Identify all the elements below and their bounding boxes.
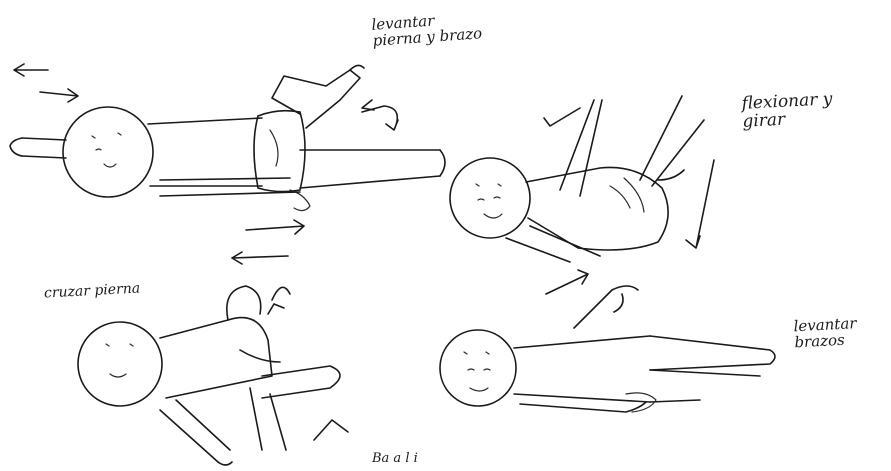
label-raise-arms: levantar brazos: [793, 315, 885, 351]
label-bottom-cut-off: Ba a l i: [372, 452, 418, 466]
baby-cross-leg-figure: [78, 286, 348, 465]
baby-lying-figure: [10, 64, 445, 264]
baby-flex-turn-figure: [450, 96, 714, 262]
label-flex-and-turn: flexionar y girar: [741, 90, 853, 131]
baby-raise-arms-figure: [440, 270, 775, 412]
